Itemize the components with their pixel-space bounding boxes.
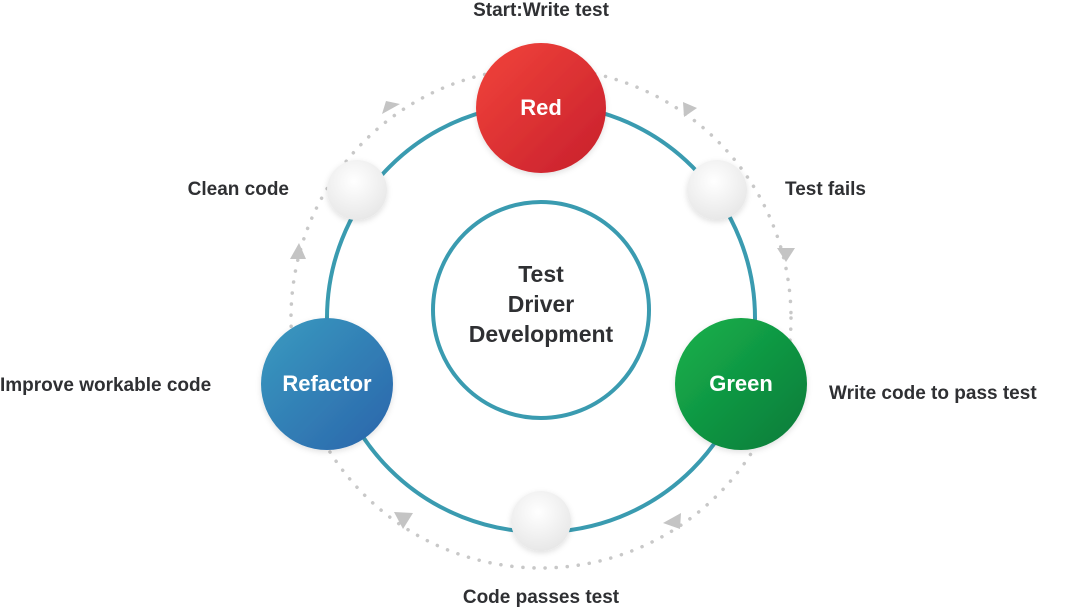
- cycle-arrow-icon: [663, 513, 681, 529]
- red-node-label: Red: [520, 95, 562, 120]
- refactor-node-label: Refactor: [282, 371, 372, 396]
- center-circle: [431, 200, 651, 420]
- green-node-label: Green: [709, 371, 773, 396]
- refactor-node: [261, 318, 393, 450]
- red-node: [476, 43, 606, 173]
- transition-node-code-passes: [511, 491, 571, 551]
- label-code-passes-test: Code passes test: [463, 587, 620, 608]
- transition-node-clean-code: [327, 160, 387, 220]
- cycle-arrow-icon: [382, 101, 400, 114]
- center-title-line-2: Driver: [508, 291, 575, 317]
- label-clean-code: Clean code: [188, 179, 289, 200]
- label-write-code-to-pass-test: Write code to pass test: [829, 383, 1037, 404]
- center-title-line-1: Test: [518, 261, 564, 287]
- green-node: [675, 318, 807, 450]
- cycle-arrow-icon: [777, 248, 795, 262]
- cycle-arrow-icon: [290, 243, 306, 259]
- cycle-arrow-icon: [683, 102, 697, 117]
- label-start-write-test: Start:Write test: [473, 0, 610, 21]
- center-title-line-3: Development: [469, 321, 614, 347]
- label-test-fails: Test fails: [785, 179, 866, 200]
- label-improve-workable-code: Improve workable code: [0, 375, 211, 396]
- transition-node-test-fails: [687, 160, 747, 220]
- cycle-arrow-icon: [394, 512, 413, 529]
